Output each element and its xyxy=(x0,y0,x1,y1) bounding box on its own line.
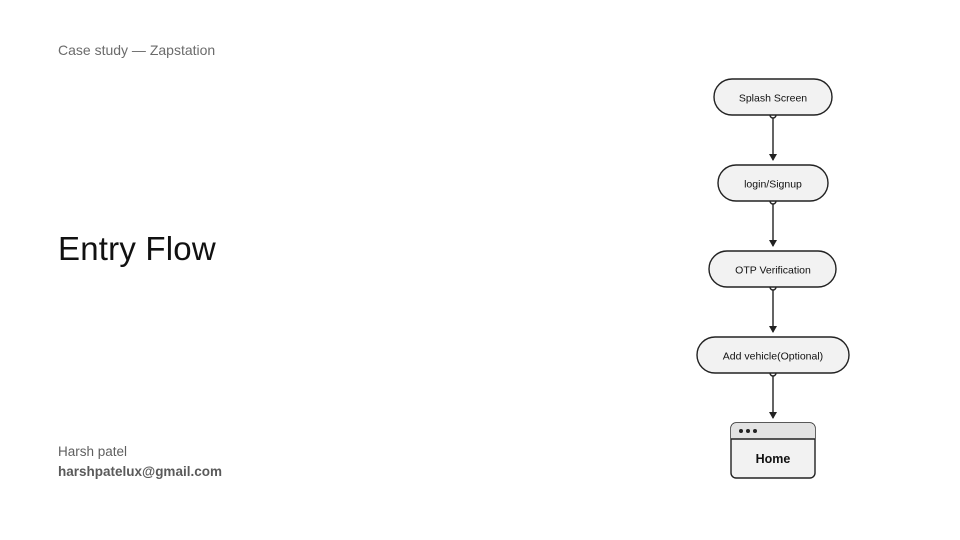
author-block: Harsh patel harshpatelux@gmail.com xyxy=(58,442,222,482)
flow-edge-login-otp xyxy=(769,197,777,247)
flow-node-add-vehicle: Add vehicle(Optional) xyxy=(696,336,850,374)
author-email: harshpatelux@gmail.com xyxy=(58,464,222,479)
author-name: Harsh patel xyxy=(58,444,128,459)
flow-edge-splash-login xyxy=(769,111,777,161)
flow-node-home: Home xyxy=(730,422,816,479)
flow-node-splash-screen: Splash Screen xyxy=(713,78,833,116)
flow-node-label: Add vehicle(Optional) xyxy=(723,351,823,363)
flow-node-label: OTP Verification xyxy=(735,265,811,277)
flow-node-label: login/Signup xyxy=(744,179,802,191)
page-title: Entry Flow xyxy=(58,230,216,267)
flow-edge-otp-vehicle xyxy=(769,283,777,333)
flow-node-label: Splash Screen xyxy=(739,93,807,105)
flow-edge-vehicle-home xyxy=(769,369,777,419)
flow-node-login-signup: login/Signup xyxy=(717,164,829,202)
case-study-label: Case study — Zapstation xyxy=(58,42,216,58)
window-dots-icon xyxy=(739,429,757,433)
flow-node-label: Home xyxy=(756,452,791,466)
flow-node-otp-verification: OTP Verification xyxy=(708,250,837,288)
